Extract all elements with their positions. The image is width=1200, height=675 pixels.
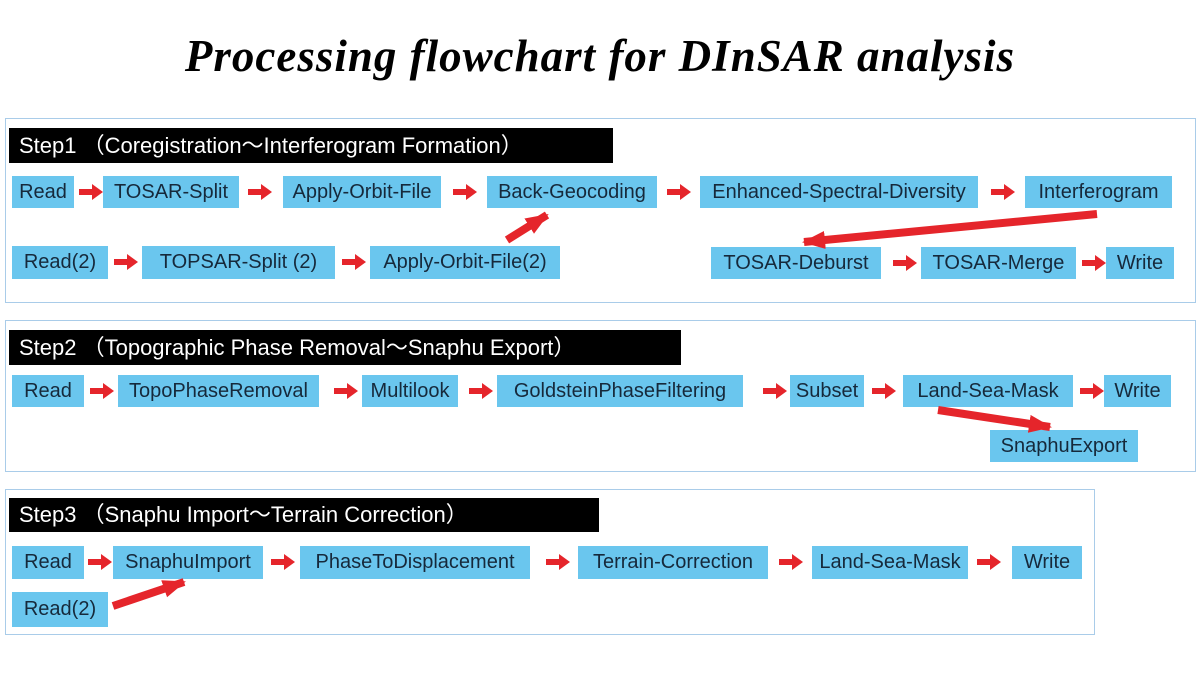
step1-box-apply-orbit-file2: Apply-Orbit-File(2) [370, 246, 560, 279]
step1-box-back-geocoding: Back-Geocoding [487, 176, 657, 208]
step1-header: Step1 （Coregistration～Interferogram Form… [9, 128, 613, 163]
arrow-right-icon [991, 184, 1015, 200]
arrow-right-icon [88, 554, 112, 570]
step3-box-phase-to-displacement: PhaseToDisplacement [300, 546, 530, 579]
step2-box-topo-phase-removal: TopoPhaseRemoval [118, 375, 319, 407]
step3-box-read2: Read(2) [12, 592, 108, 627]
arrow-right-icon [248, 184, 272, 200]
step1-box-read: Read [12, 176, 74, 208]
arrow-right-icon [893, 255, 917, 271]
step3-box-land-sea-mask: Land-Sea-Mask [812, 546, 968, 579]
step1-box-topsar-split2: TOPSAR-Split (2) [142, 246, 335, 279]
step2-box-subset: Subset [790, 375, 864, 407]
arrow-right-icon [546, 554, 570, 570]
step3-header: Step3 （Snaphu Import～Terrain Correction） [9, 498, 599, 532]
arrow-right-icon [667, 184, 691, 200]
page-title: Processing flowchart for DInSAR analysis [184, 31, 1016, 81]
step3-box-write: Write [1012, 546, 1082, 579]
step1-box-tosar-deburst: TOSAR-Deburst [711, 247, 881, 279]
step1-box-read2: Read(2) [12, 246, 108, 279]
step2-box-snaphu-export: SnaphuExport [990, 430, 1138, 462]
arrow-right-icon [469, 383, 493, 399]
arrow-right-icon [763, 383, 787, 399]
arrow-right-icon [1080, 383, 1104, 399]
step3-box-terrain-correction: Terrain-Correction [578, 546, 768, 579]
step2-box-read: Read [12, 375, 84, 407]
step2-header: Step2 （Topographic Phase Removal～Snaphu … [9, 330, 681, 365]
arrow-right-icon [271, 554, 295, 570]
arrow-right-icon [114, 254, 138, 270]
step1-box-write: Write [1106, 247, 1174, 279]
step1-box-enhanced-spectral-diversity: Enhanced-Spectral-Diversity [700, 176, 978, 208]
step2-box-land-sea-mask: Land-Sea-Mask [903, 375, 1073, 407]
step2-box-write: Write [1104, 375, 1171, 407]
step3-box-snaphu-import: SnaphuImport [113, 546, 263, 579]
step1-box-tosar-merge: TOSAR-Merge [921, 247, 1076, 279]
arrow-right-icon [453, 184, 477, 200]
arrow-right-icon [79, 184, 103, 200]
step2-box-goldstein-phase-filtering: GoldsteinPhaseFiltering [497, 375, 743, 407]
step1-box-apply-orbit-file: Apply-Orbit-File [283, 176, 441, 208]
arrow-right-icon [1082, 255, 1106, 271]
arrow-right-icon [779, 554, 803, 570]
step1-box-interferogram: Interferogram [1025, 176, 1172, 208]
arrow-right-icon [977, 554, 1001, 570]
arrow-right-icon [872, 383, 896, 399]
step2-box-multilook: Multilook [362, 375, 458, 407]
arrow-right-icon [342, 254, 366, 270]
arrow-right-icon [90, 383, 114, 399]
arrow-right-icon [334, 383, 358, 399]
step1-box-tosar-split: TOSAR-Split [103, 176, 239, 208]
step3-box-read: Read [12, 546, 84, 579]
